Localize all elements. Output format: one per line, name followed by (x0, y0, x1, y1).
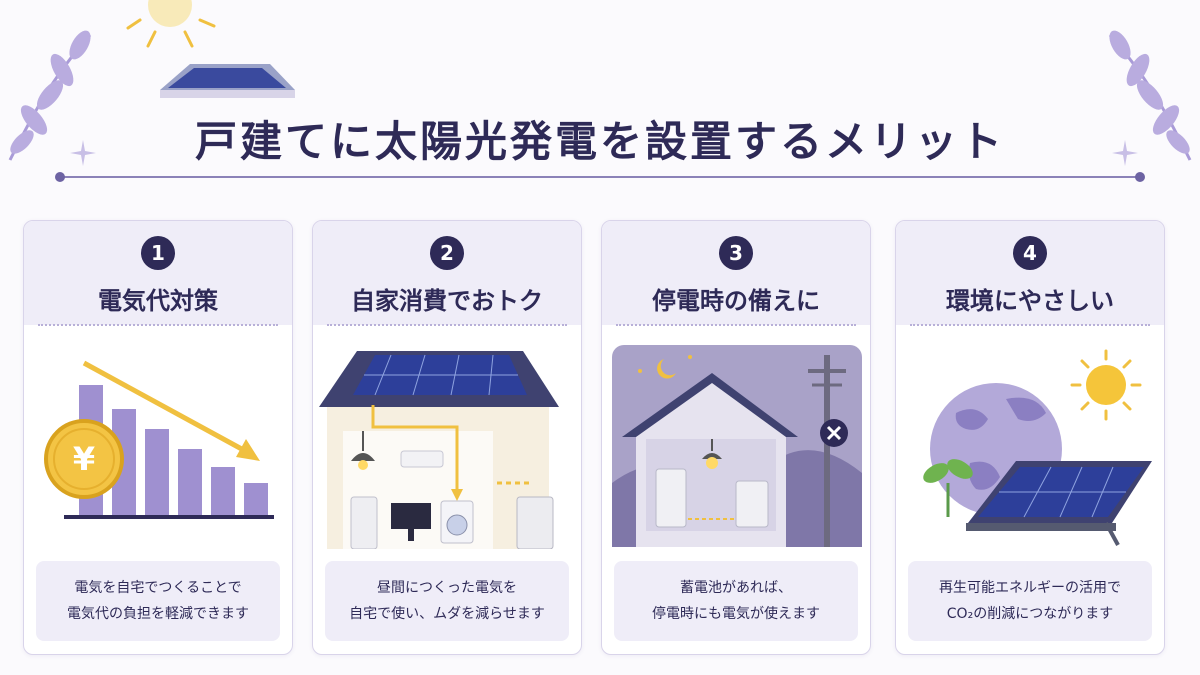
benefit-card-self-consumption: 2 自家消費でおトク 昼間につくった電気を 自宅で使い、ムダを減らせます (312, 220, 582, 655)
sun-icon (126, 0, 216, 48)
desc-line: 電気を自宅でつくることで (74, 580, 242, 596)
card-title: 自家消費でおトク (351, 287, 543, 315)
card-description: 昼間につくった電気を 自宅で使い、ムダを減らせます (325, 561, 569, 641)
desc-line: 停電時にも電気が使えます (652, 606, 820, 622)
sparkle-icon (70, 140, 96, 166)
desc-line: 自宅で使い、ムダを減らせます (349, 606, 545, 622)
benefit-card-environment: 4 環境にやさしい 再生可能エネルギーの活用で CO₂の削減につながります (895, 220, 1165, 655)
card-title: 環境にやさしい (946, 287, 1114, 315)
desc-line: 再生可能エネルギーの活用で (939, 580, 1121, 596)
earth-solar-panel-icon (923, 349, 1152, 546)
desc-line: CO₂の削減につながります (946, 606, 1114, 622)
card-number-badge: 3 (719, 236, 753, 270)
solar-house-appliances-icon (319, 351, 559, 549)
page-title: 戸建てに太陽光発電を設置するメリット (194, 117, 1005, 166)
dotted-divider (38, 324, 278, 326)
card-number-badge: 1 (141, 236, 175, 270)
sparkle-icon (1112, 140, 1138, 166)
desc-line: 蓄電池があれば、 (680, 580, 792, 596)
card-title: 停電時の備えに (652, 287, 820, 315)
dotted-divider (910, 324, 1150, 326)
house-blackout-battery-icon (612, 345, 862, 547)
dotted-divider (327, 324, 567, 326)
yen-symbol: ¥ (73, 440, 95, 478)
card-number-badge: 4 (1013, 236, 1047, 270)
leaf-branch-right-icon (1108, 30, 1192, 161)
benefit-card-blackout-preparedness: 3 停電時の備えに 蓄電池があれば、 停電時にも電気が使えます (601, 220, 871, 655)
leaf-branch-left-icon (8, 30, 92, 161)
card-title: 電気代対策 (98, 287, 218, 315)
card-description: 再生可能エネルギーの活用で CO₂の削減につながります (908, 561, 1152, 641)
card-description: 蓄電池があれば、 停電時にも電気が使えます (614, 561, 858, 641)
card-description: 電気を自宅でつくることで 電気代の負担を軽減できます (36, 561, 280, 641)
title-divider (55, 172, 1145, 182)
card-number-badge: 2 (430, 236, 464, 270)
desc-line: 昼間につくった電気を (377, 580, 517, 596)
dotted-divider (616, 324, 856, 326)
house-roof-icon (160, 64, 295, 98)
yen-coin-chart-icon: ¥ (44, 360, 274, 519)
benefit-card-electricity-cost: 1 電気代対策 ¥ 電気を自宅でつくることで 電気代の負担を軽減できます (23, 220, 293, 655)
desc-line: 電気代の負担を軽減できます (67, 606, 249, 622)
